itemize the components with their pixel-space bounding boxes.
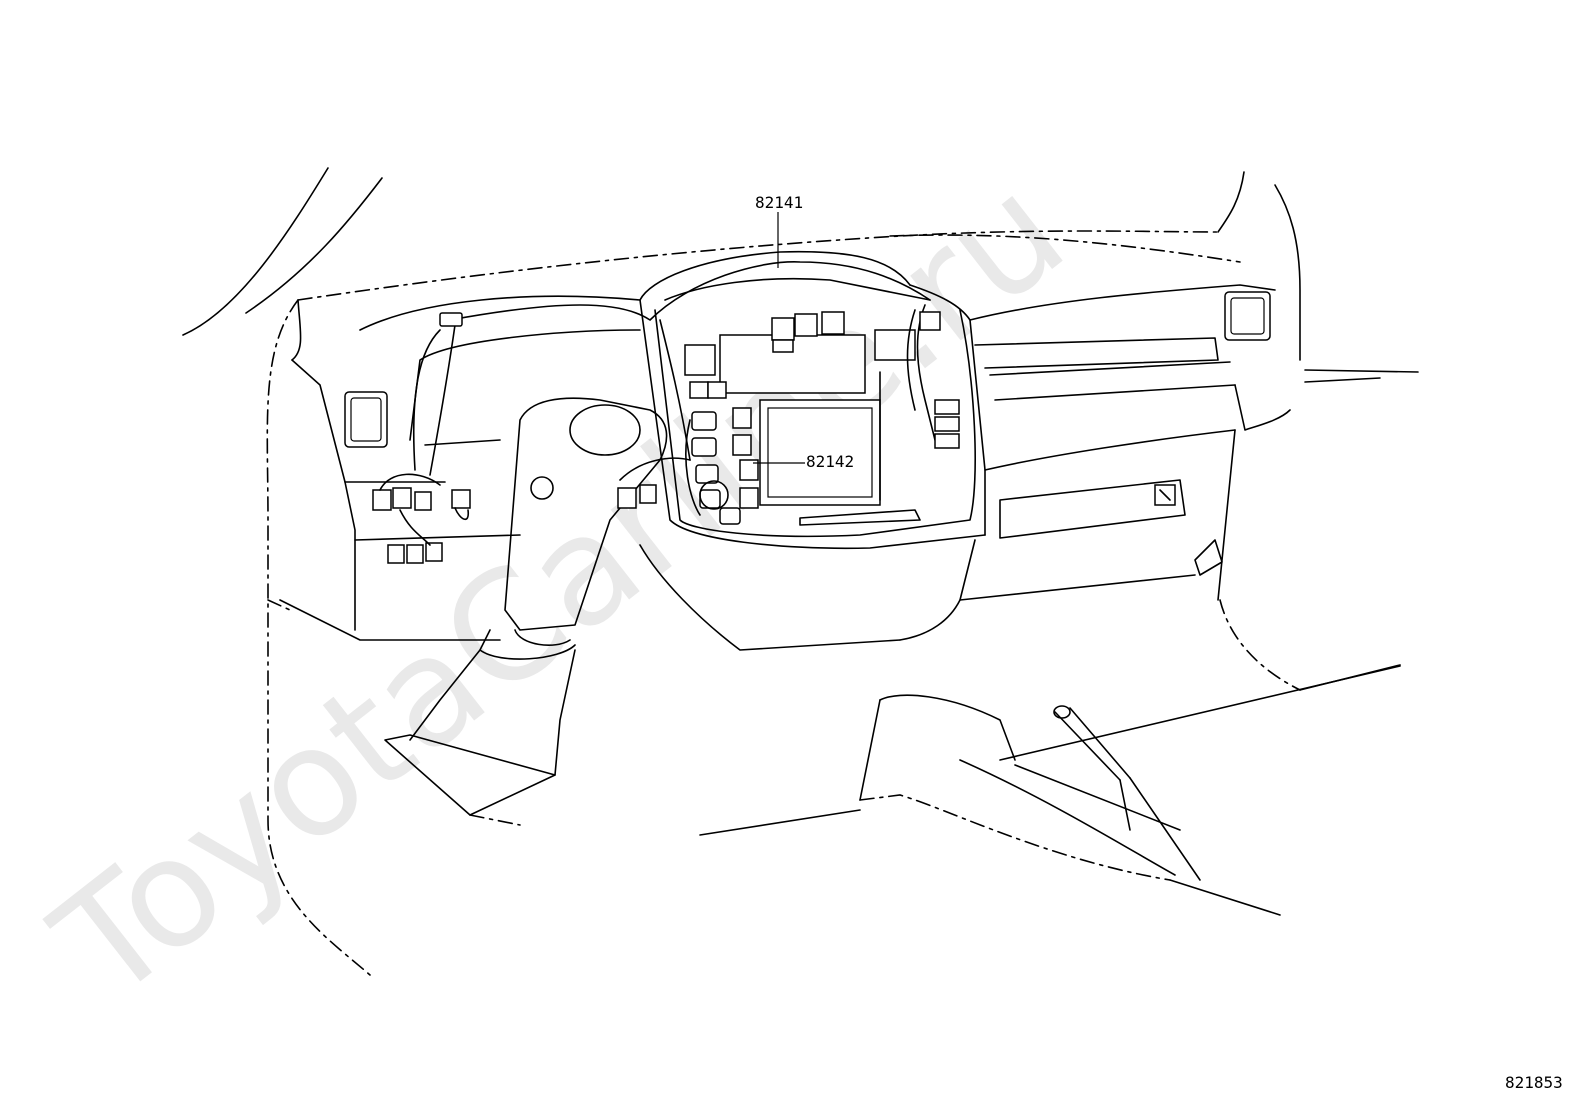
connector <box>934 416 960 432</box>
center-display <box>759 399 881 506</box>
connector <box>425 542 443 562</box>
connector <box>451 489 471 509</box>
connector <box>689 381 709 399</box>
connector <box>387 544 405 564</box>
connector <box>392 487 412 509</box>
connector <box>414 491 432 511</box>
connector <box>772 339 794 353</box>
wire-harness-82142 <box>617 407 805 525</box>
center-floor-console <box>699 665 1401 916</box>
connector <box>691 437 717 457</box>
connector <box>691 411 717 431</box>
connector <box>406 544 424 564</box>
connector <box>739 459 759 481</box>
connector <box>739 487 759 509</box>
connector <box>821 311 845 335</box>
connector <box>934 399 960 415</box>
connector <box>372 489 392 511</box>
connector <box>719 507 741 525</box>
connector <box>771 317 795 341</box>
connector <box>919 311 941 331</box>
wire-harness-82141 <box>372 212 960 564</box>
connector <box>684 344 716 376</box>
connector <box>699 489 721 509</box>
right-vent <box>1224 291 1271 341</box>
connector <box>934 433 960 449</box>
right-pillar <box>1217 171 1419 383</box>
connector <box>707 381 727 399</box>
connector <box>794 313 818 337</box>
steering-column <box>384 397 668 826</box>
watermark: ToyotaCarline.ru <box>24 144 1095 1034</box>
left-vent <box>344 391 388 448</box>
connector <box>732 407 752 429</box>
connector <box>439 312 463 327</box>
part-label-82142: 82142 <box>806 452 854 471</box>
connector <box>617 487 637 509</box>
figure-id: 821853 <box>1505 1073 1563 1092</box>
left-pillar <box>182 167 383 976</box>
connector <box>639 484 657 504</box>
part-label-82141: 82141 <box>755 193 803 212</box>
connector <box>732 434 752 456</box>
